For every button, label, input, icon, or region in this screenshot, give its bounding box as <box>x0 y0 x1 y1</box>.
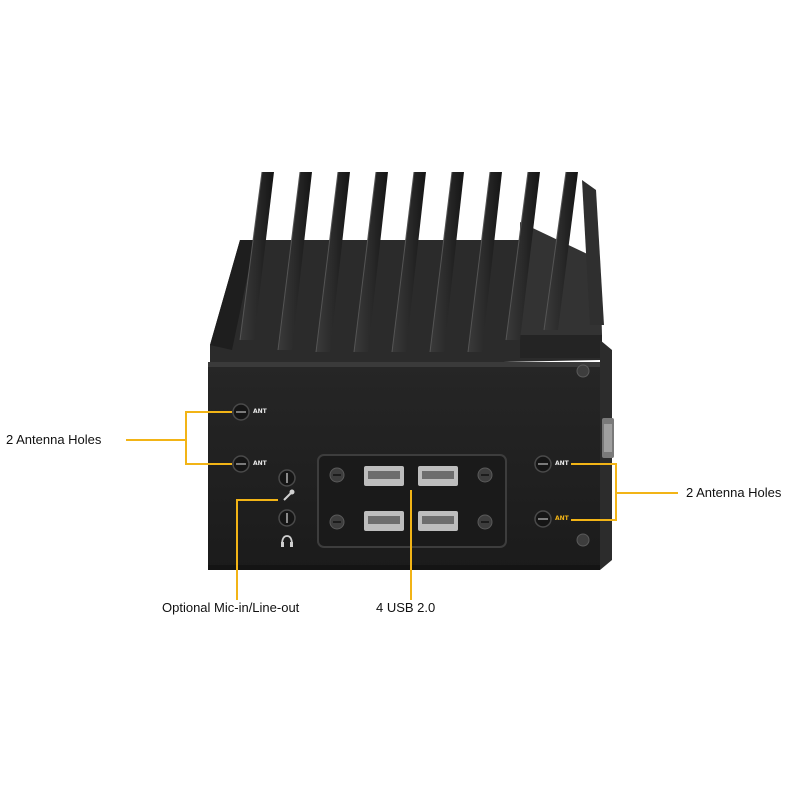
antenna-label: ANT <box>555 515 569 522</box>
usb-port-icon[interactable] <box>418 511 458 531</box>
screw-icon <box>477 514 493 530</box>
heatsink-fin-edge <box>239 171 263 341</box>
heatsink-fin <box>354 172 388 352</box>
heatsink-fin-edge <box>353 171 377 353</box>
screws <box>329 364 590 547</box>
callout-usb: 4 USB 2.0 <box>376 600 436 615</box>
antenna-hole-icon[interactable] <box>232 455 250 473</box>
left-antenna-leader <box>185 411 232 465</box>
heatsink-fin <box>468 172 502 352</box>
heatsink-fin-edge <box>315 171 339 353</box>
heatsink-fin <box>582 180 604 325</box>
heatsink-fin <box>430 172 464 352</box>
antenna-label: ANT <box>555 460 569 467</box>
headphone-icon <box>281 535 293 547</box>
callout-right-antenna-holes: 2 Antenna Holes <box>686 485 782 500</box>
usb-port-icon[interactable] <box>364 511 404 531</box>
mic-jack[interactable] <box>278 469 296 487</box>
line-out-jack[interactable] <box>278 509 296 527</box>
heatsink-fin-edge <box>429 171 453 353</box>
usb-port-icon[interactable] <box>364 466 404 486</box>
antenna-holes <box>232 403 552 528</box>
screw-icon <box>576 533 590 547</box>
heatsink-fin-edge <box>467 171 491 353</box>
heatsink-fin <box>240 172 274 340</box>
heatsink-fin <box>278 172 312 350</box>
usb-ports <box>364 466 458 531</box>
usb-port-icon[interactable] <box>418 466 458 486</box>
callout-mic-line-out: Optional Mic-in/Line-out <box>162 600 300 615</box>
screw-icon <box>576 364 590 378</box>
screw-icon <box>477 467 493 483</box>
antenna-hole-icon[interactable] <box>534 510 552 528</box>
antenna-label: ANT <box>253 460 267 467</box>
antenna-hole-icon[interactable] <box>232 403 250 421</box>
heatsink-fins <box>239 171 604 353</box>
heatsink-fin <box>506 172 540 340</box>
heatsink-fin <box>392 172 426 352</box>
audio-jacks <box>278 469 296 547</box>
antenna-hole-icon[interactable] <box>534 455 552 473</box>
audio-leader <box>236 499 278 600</box>
callout-left-antenna-holes: 2 Antenna Holes <box>6 432 102 447</box>
heatsink-fin-edge <box>543 171 567 331</box>
heatsink-fin-edge <box>391 171 415 353</box>
callout-lines <box>126 411 678 600</box>
heatsink-fin <box>316 172 350 352</box>
screw-icon <box>329 467 345 483</box>
microphone-icon <box>283 489 295 501</box>
heatsink-fin <box>544 172 578 330</box>
heatsink-fin-edge <box>277 171 301 351</box>
heatsink-fin-edge <box>505 171 529 341</box>
screw-icon <box>329 514 345 530</box>
antenna-label: ANT <box>253 408 267 415</box>
